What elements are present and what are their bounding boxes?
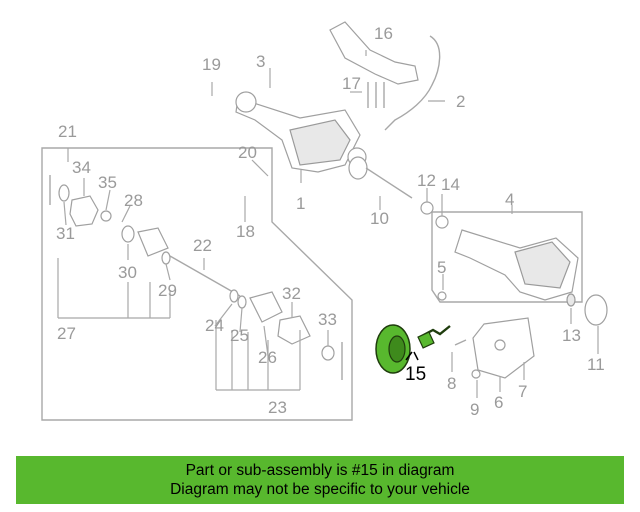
callout-22: 22 (193, 236, 212, 255)
boot-band-30 (121, 225, 135, 243)
callout-8: 8 (447, 374, 456, 393)
breather-hose (384, 35, 441, 131)
callout-5: 5 (437, 258, 446, 277)
drive-shaft-22 (169, 255, 241, 297)
banner-line-part: Part or sub-assembly is #15 in diagram (185, 462, 455, 479)
callout-34: 34 (72, 158, 91, 177)
callout-13: 13 (562, 326, 581, 345)
rear-differential-carrier (454, 229, 579, 301)
callout-19: 19 (202, 55, 221, 74)
callout-18: 18 (236, 222, 255, 241)
callout-7: 7 (518, 382, 527, 401)
banner-line-disclaimer: Diagram may not be specific to your vehi… (170, 481, 470, 498)
callout-11: 11 (587, 355, 605, 374)
drive-shaft-group-outline (41, 147, 353, 421)
boot-band-29 (161, 251, 171, 265)
callout-10: 10 (370, 209, 389, 228)
callout-32: 32 (282, 284, 301, 303)
callout-12: 12 (417, 171, 436, 190)
callout-33: 33 (318, 310, 337, 329)
outer-cv-joint-32 (277, 315, 311, 345)
callout-3: 3 (256, 52, 265, 71)
part-info-banner: Part or sub-assembly is #15 in diagram D… (16, 456, 624, 504)
callout-27: 27 (57, 324, 76, 343)
companion-flange (584, 294, 608, 326)
leader-lines (57, 50, 599, 398)
drain-bolt (454, 339, 467, 346)
callout-29: 29 (158, 281, 177, 300)
front-differential-housing (235, 91, 367, 173)
callout-4: 4 (505, 190, 514, 209)
bearing-ring (435, 215, 449, 229)
bolt-5 (437, 291, 447, 301)
callout-26: 26 (258, 348, 277, 367)
callout-14: 14 (441, 175, 460, 194)
mount-bracket (329, 21, 419, 108)
callout-28: 28 (124, 191, 143, 210)
axle-shaft (348, 156, 413, 199)
callout-21: 21 (58, 122, 77, 141)
callout-15: 15 (405, 364, 426, 385)
circlip-35 (100, 210, 112, 222)
callout-23: 23 (268, 398, 287, 417)
callout-24: 24 (205, 316, 224, 335)
band-24 (229, 289, 239, 303)
band-25 (237, 295, 247, 309)
cv-boot-outer (249, 291, 283, 323)
callout-16: 16 (374, 24, 393, 43)
seal-ring (420, 201, 434, 215)
callout-35: 35 (98, 173, 117, 192)
callout-17: 17 (342, 74, 361, 93)
callout-1: 1 (296, 194, 305, 213)
differential-cover (472, 317, 535, 379)
flange-washer (566, 293, 576, 307)
callout-25: 25 (230, 326, 249, 345)
callout-30: 30 (118, 263, 137, 282)
cv-boot-inner (137, 227, 169, 257)
cv-joint-housing-34 (69, 195, 99, 227)
fill-plug (471, 369, 481, 379)
seal-ring-31 (58, 184, 70, 202)
callout-2: 2 (456, 92, 465, 111)
callout-6: 6 (494, 393, 503, 412)
carrier-box-outline (431, 211, 583, 303)
seal-33 (321, 345, 335, 361)
callout-20: 20 (238, 143, 257, 162)
callout-31: 31 (56, 224, 75, 243)
ring-and-pinion-gear (375, 324, 451, 374)
callout-9: 9 (470, 400, 479, 419)
